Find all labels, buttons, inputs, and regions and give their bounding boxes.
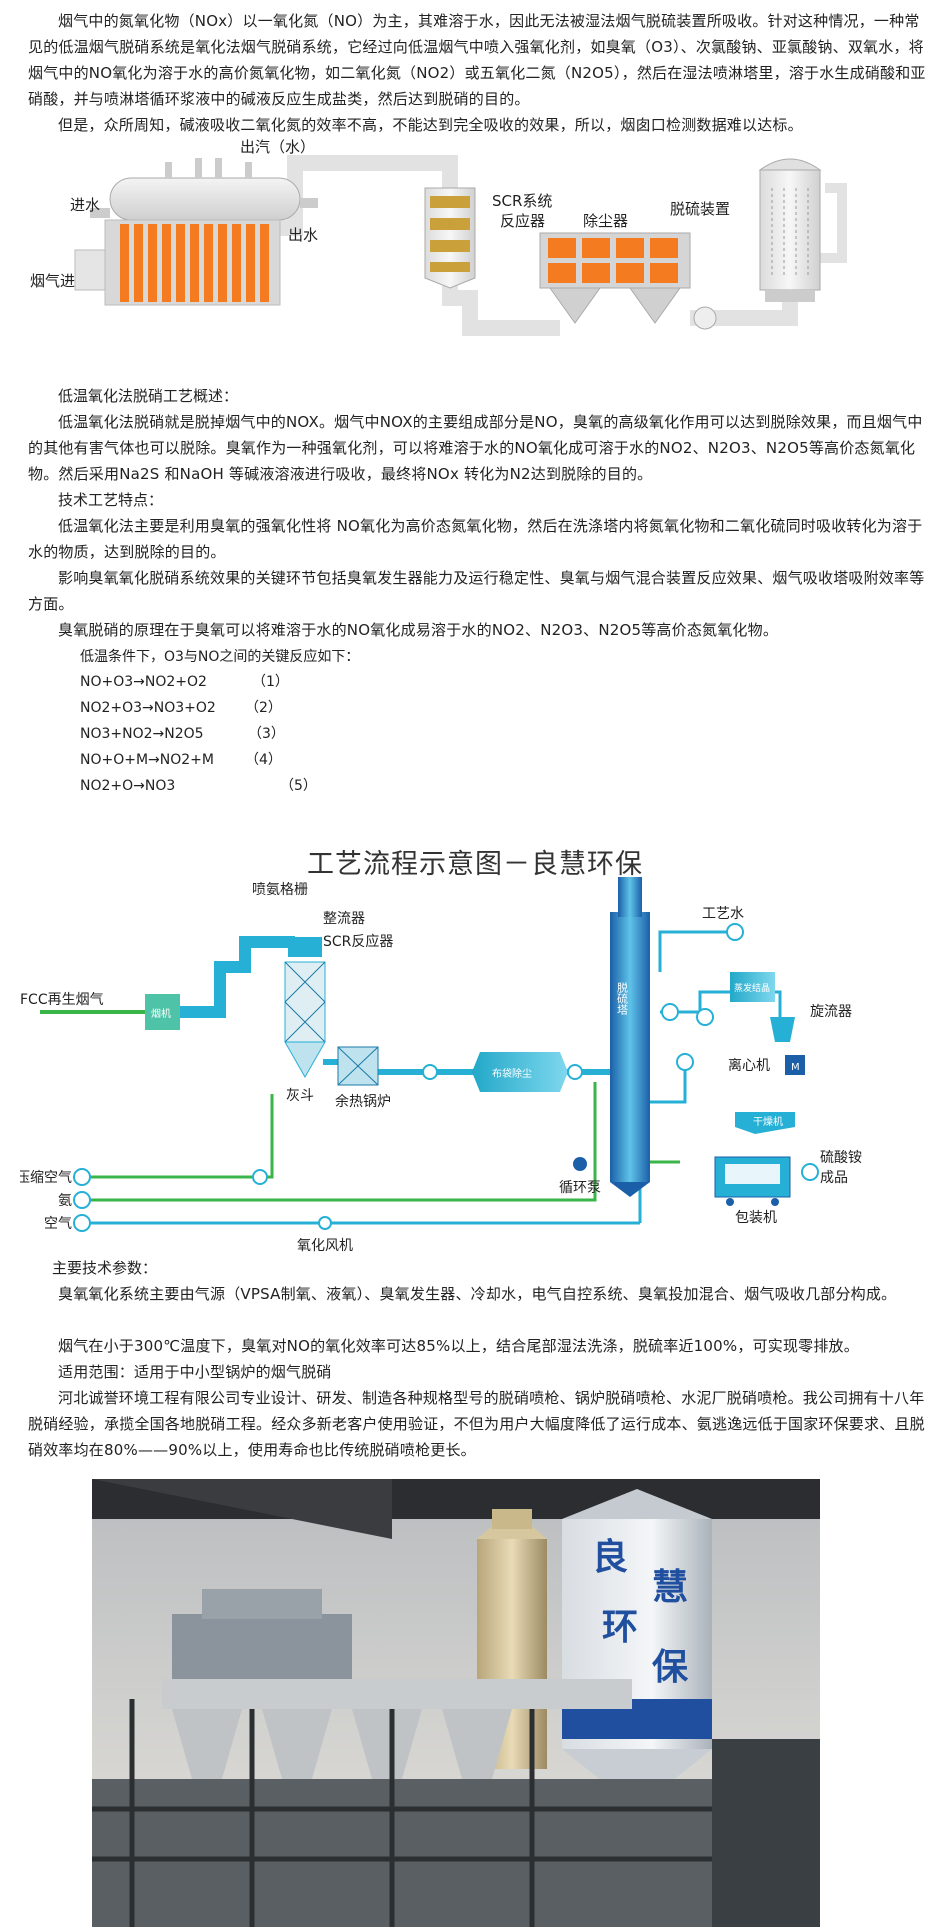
label-scr-reactor: SCR反应器 xyxy=(323,933,393,950)
reaction-2: NO2+O3→NO3+O2（2） xyxy=(80,700,282,716)
label-dryer: 干燥机 xyxy=(753,1115,783,1128)
intro-paragraph-2: 但是，众所周知，碱液吸收二氧化氮的效率不高，不能达到完全吸收的效果，所以，烟囱口… xyxy=(58,116,803,134)
label-packer: 包装机 xyxy=(735,1210,777,1226)
params-heading: 主要技术参数： xyxy=(52,1259,158,1277)
silo-lettering: 良 慧 环 保 xyxy=(592,1537,689,1688)
label-centrifuge: 离心机 xyxy=(728,1057,770,1074)
company-paragraph: 河北诚誉环境工程有限公司专业设计、研发、制造各种规格型号的脱硝喷枪、锅炉脱硝喷枪… xyxy=(28,1389,925,1459)
label-ammonia: 氨 xyxy=(58,1193,72,1209)
params-paragraph-1: 臭氧氧化系统主要由气源（VPSA制氧、液氧）、臭氧发生器、冷却水，电气自控系统、… xyxy=(58,1285,897,1303)
params-scope: 适用范围：适用于中小型锅炉的烟气脱硝 xyxy=(58,1363,332,1381)
label-compressed-air: 压缩空气 xyxy=(20,1170,72,1186)
svg-text:环: 环 xyxy=(602,1607,638,1648)
label-bag-filter: 布袋除尘 xyxy=(492,1067,532,1080)
label-fan: 烟机 xyxy=(151,1007,171,1020)
label-water-in: 进水 xyxy=(70,196,100,214)
reaction-intro: 低温条件下，O3与NO之间的关键反应如下： xyxy=(80,649,360,665)
overview-paragraph-4: 臭氧脱硝的原理在于臭氧可以将难溶于水的NO氧化成易溶于水的NO2、N2O3、N2… xyxy=(58,621,779,639)
overview-paragraph-2: 低温氧化法主要是利用臭氧的强氧化性将 NO氧化为高价态氮氧化物，然后在洗涤塔内将… xyxy=(28,517,923,561)
label-circulation-pump: 循环泵 xyxy=(559,1180,601,1196)
label-desulfurization: 脱硫装置 xyxy=(670,200,730,218)
overview-paragraph-1: 低温氧化法脱硝就是脱掉烟气中的NOX。烟气中NOX的主要组成部分是NO，臭氧的高… xyxy=(28,413,923,483)
overview-heading: 低温氧化法脱硝工艺概述： xyxy=(58,387,239,405)
label-fcc-gas: FCC再生烟气 xyxy=(20,992,104,1008)
label-product-line2: 成品 xyxy=(820,1170,848,1186)
label-air: 空气 xyxy=(44,1216,72,1232)
label-product-line1: 硫酸铵 xyxy=(820,1150,862,1166)
label-cyclone: 旋流器 xyxy=(810,1004,852,1020)
label-dust-collector: 除尘器 xyxy=(583,212,628,230)
label-ash-hopper: 灰斗 xyxy=(286,1088,314,1104)
reaction-3: NO3+NO2→N2O5（3） xyxy=(80,726,285,742)
svg-text:保: 保 xyxy=(652,1647,689,1688)
tech-heading: 技术工艺特点： xyxy=(58,491,164,509)
overview-paragraph-3: 影响臭氧氧化脱硝系统效果的关键环节包括臭氧发生器能力及运行稳定性、臭氧与烟气混合… xyxy=(28,569,925,613)
params-paragraph-2: 烟气在小于300℃温度下，臭氧对NO的氧化效率可达85%以上，结合尾部湿法洗涤，… xyxy=(58,1337,859,1355)
label-waste-heat-boiler: 余热锅炉 xyxy=(335,1093,391,1110)
svg-text:良: 良 xyxy=(592,1537,628,1578)
process-flow-diagram: FCC再生烟气 烟机 喷氨格栅 整流器 SCR反应器 灰斗 余热锅炉 布袋除尘 … xyxy=(20,877,862,1254)
label-motor: M xyxy=(791,1062,800,1073)
label-desulfurization-tower: 脱硫塔 xyxy=(616,981,629,1016)
reaction-1: NO+O3→NO2+O2（1） xyxy=(80,674,289,690)
reaction-5: NO2+O→NO3（5） xyxy=(80,778,317,794)
label-scr-line2: 反应器 xyxy=(500,212,545,230)
svg-text:慧: 慧 xyxy=(652,1567,688,1608)
label-water-out: 出水 xyxy=(288,226,318,244)
process-flow-title: 工艺流程示意图－良慧环保 xyxy=(307,849,643,880)
label-ammonia-grid: 喷氨格栅 xyxy=(252,882,308,898)
label-flue-in: 烟气进 xyxy=(30,272,75,290)
label-process-water: 工艺水 xyxy=(702,906,744,922)
intro-paragraph-1: 烟气中的氮氧化物（NOx）以一氧化氮（NO）为主，其难溶于水，因此无法被湿法烟气… xyxy=(28,12,926,108)
label-scr-line1: SCR系统 xyxy=(492,192,552,210)
site-photo: 良 慧 环 保 xyxy=(92,1479,820,1927)
label-rectifier: 整流器 xyxy=(323,911,365,927)
label-steam-out: 出汽（水） xyxy=(240,138,315,156)
label-evaporator: 蒸发结晶 xyxy=(734,982,770,994)
reaction-4: NO+O+M→NO2+M（4） xyxy=(80,752,282,768)
label-oxidation-fan: 氧化风机 xyxy=(297,1238,353,1254)
denitration-equipment-diagram: 出汽（水） 进水 出水 烟气进 SCR系统 反应器 除尘器 脱硫装置 xyxy=(30,138,847,336)
